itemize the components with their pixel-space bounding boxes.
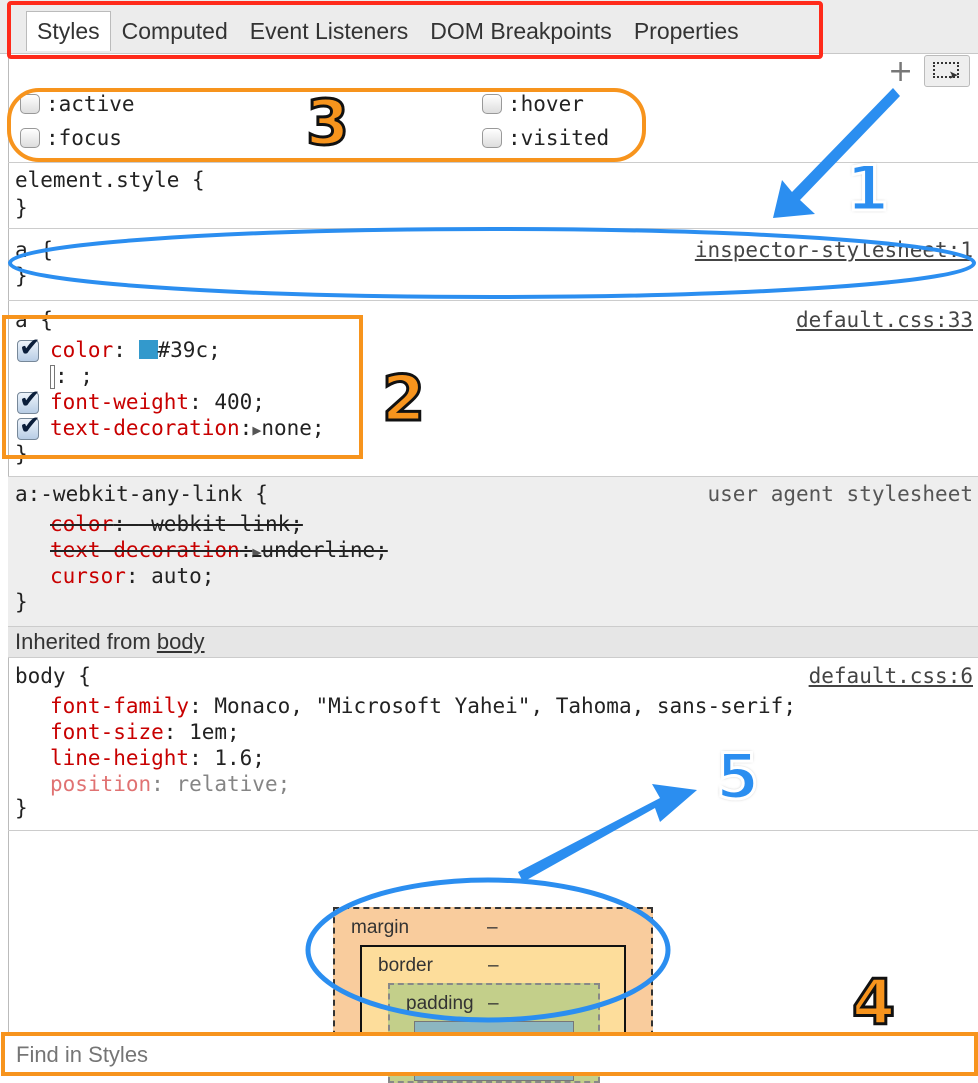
arrow-icon — [518, 784, 697, 882]
expand-triangle-icon[interactable]: ▶ — [252, 421, 262, 439]
arrow-icon — [773, 88, 900, 218]
annotation-blue-ellipse — [305, 877, 671, 1023]
divider — [8, 300, 978, 301]
ua-source: user agent stylesheet — [707, 482, 973, 506]
annotation-blue-ellipse — [8, 227, 976, 299]
property-font-weight[interactable]: font-weight: 400; — [50, 390, 265, 414]
tab-properties[interactable]: Properties — [633, 18, 739, 44]
property-name: text-decoration — [50, 416, 240, 440]
property-name: font-size — [50, 720, 164, 744]
property-color[interactable]: color: #39c; — [50, 338, 221, 362]
annotation-3: 3 — [304, 86, 350, 159]
overridden-property: color: -webkit-link; — [50, 512, 303, 536]
pseudo-visited[interactable]: :visited — [482, 126, 609, 150]
tab-styles[interactable]: Styles — [26, 11, 111, 51]
default-css-link[interactable]: default.css:6 — [808, 664, 973, 688]
padding-value[interactable]: – — [488, 993, 499, 1014]
checkbox[interactable] — [20, 94, 40, 114]
tab-computed[interactable]: Computed — [121, 18, 228, 44]
annotation-orange-box — [1, 1032, 978, 1076]
annotation-orange-box — [7, 88, 646, 162]
property-name: line-height — [50, 746, 190, 770]
label: :hover — [508, 92, 584, 116]
body-selector[interactable]: body { — [15, 664, 91, 688]
property-name: text-decoration — [50, 538, 240, 562]
pseudo-hover[interactable]: :hover — [482, 92, 584, 116]
tabs: Styles Computed Event Listeners DOM Brea… — [26, 11, 750, 51]
find-bar — [0, 1034, 978, 1076]
property-value: Monaco, "Microsoft Yahei", Tahoma, sans-… — [214, 694, 796, 718]
checkbox[interactable] — [20, 128, 40, 148]
property-value: -webkit-link; — [138, 512, 303, 536]
property-value: 400; — [214, 390, 265, 414]
default-a-selector[interactable]: a { — [15, 308, 53, 332]
property-value: : ; — [55, 364, 93, 388]
property-checkbox[interactable] — [17, 385, 41, 415]
text-cursor — [50, 365, 55, 389]
ua-rule-block — [8, 476, 978, 626]
property-editing[interactable]: : ; — [50, 363, 93, 389]
label: :active — [46, 92, 135, 116]
checkbox[interactable] — [482, 94, 502, 114]
tab-bar — [0, 0, 978, 54]
annotation-1: 1 — [844, 152, 890, 225]
property-cursor: cursor: auto; — [50, 564, 215, 588]
divider — [8, 162, 978, 163]
property-name: font-family — [50, 694, 190, 718]
property-value: 1.6; — [214, 746, 265, 770]
property-name: font-weight — [50, 390, 190, 414]
property-value: auto; — [151, 564, 215, 588]
property-name: cursor — [50, 564, 126, 588]
property-value: #39c; — [157, 338, 221, 362]
checkbox[interactable] — [482, 128, 502, 148]
property-value: 1em; — [189, 720, 240, 744]
margin-label: margin — [351, 917, 410, 938]
border-value[interactable]: – — [488, 955, 499, 976]
inherited-label: Inherited from — [15, 629, 157, 654]
property-value: relative; — [176, 772, 291, 796]
property-checkbox[interactable] — [17, 411, 41, 441]
tab-event-listeners[interactable]: Event Listeners — [249, 18, 409, 44]
property-line-height[interactable]: line-height: 1.6; — [50, 746, 265, 770]
property-checkbox[interactable] — [17, 333, 41, 363]
property-font-family[interactable]: font-family: Monaco, "Microsoft Yahei", … — [50, 694, 796, 718]
rule-close: } — [15, 590, 28, 614]
label: :visited — [508, 126, 610, 150]
property-value: none; — [261, 416, 325, 440]
property-name: color — [50, 512, 114, 536]
border-label: border — [378, 955, 433, 976]
inherited-header: Inherited from body — [8, 626, 978, 658]
property-position-inactive[interactable]: position: relative; — [50, 772, 291, 796]
property-name: position — [50, 772, 152, 796]
margin-value[interactable]: – — [487, 917, 498, 938]
property-font-size[interactable]: font-size: 1em; — [50, 720, 240, 744]
overridden-property: text-decoration:▶underline; — [50, 538, 388, 562]
ua-selector: a:-webkit-any-link { — [15, 482, 268, 506]
label: :focus — [46, 126, 122, 150]
tab-dom-breakpoints[interactable]: DOM Breakpoints — [430, 18, 612, 44]
divider — [8, 830, 978, 831]
element-picker-icon[interactable]: ➤ — [924, 55, 970, 87]
default-css-link[interactable]: default.css:33 — [795, 308, 973, 332]
element-style-selector[interactable]: element.style { — [15, 168, 205, 192]
expand-triangle-icon: ▶ — [252, 543, 262, 561]
rule-close: } — [15, 196, 28, 220]
rule-close: } — [15, 442, 28, 466]
property-value: underline; — [261, 538, 388, 562]
rule-close: } — [15, 796, 28, 820]
color-swatch[interactable] — [138, 340, 158, 359]
annotation-orange-box — [2, 315, 363, 459]
annotation-red-box — [7, 1, 823, 59]
pseudo-active[interactable]: :active — [20, 92, 135, 116]
annotation-5: 5 — [714, 740, 760, 813]
inherited-link[interactable]: body — [156, 629, 205, 654]
pseudo-focus[interactable]: :focus — [20, 126, 122, 150]
find-in-styles-input[interactable] — [0, 1034, 978, 1076]
annotation-4: 4 — [850, 966, 896, 1039]
padding-label: padding — [406, 993, 474, 1014]
property-name: color — [50, 338, 114, 362]
property-text-decoration[interactable]: text-decoration:▶none; — [50, 416, 325, 440]
annotation-2: 2 — [380, 362, 426, 435]
plus-icon[interactable]: + — [888, 54, 914, 89]
